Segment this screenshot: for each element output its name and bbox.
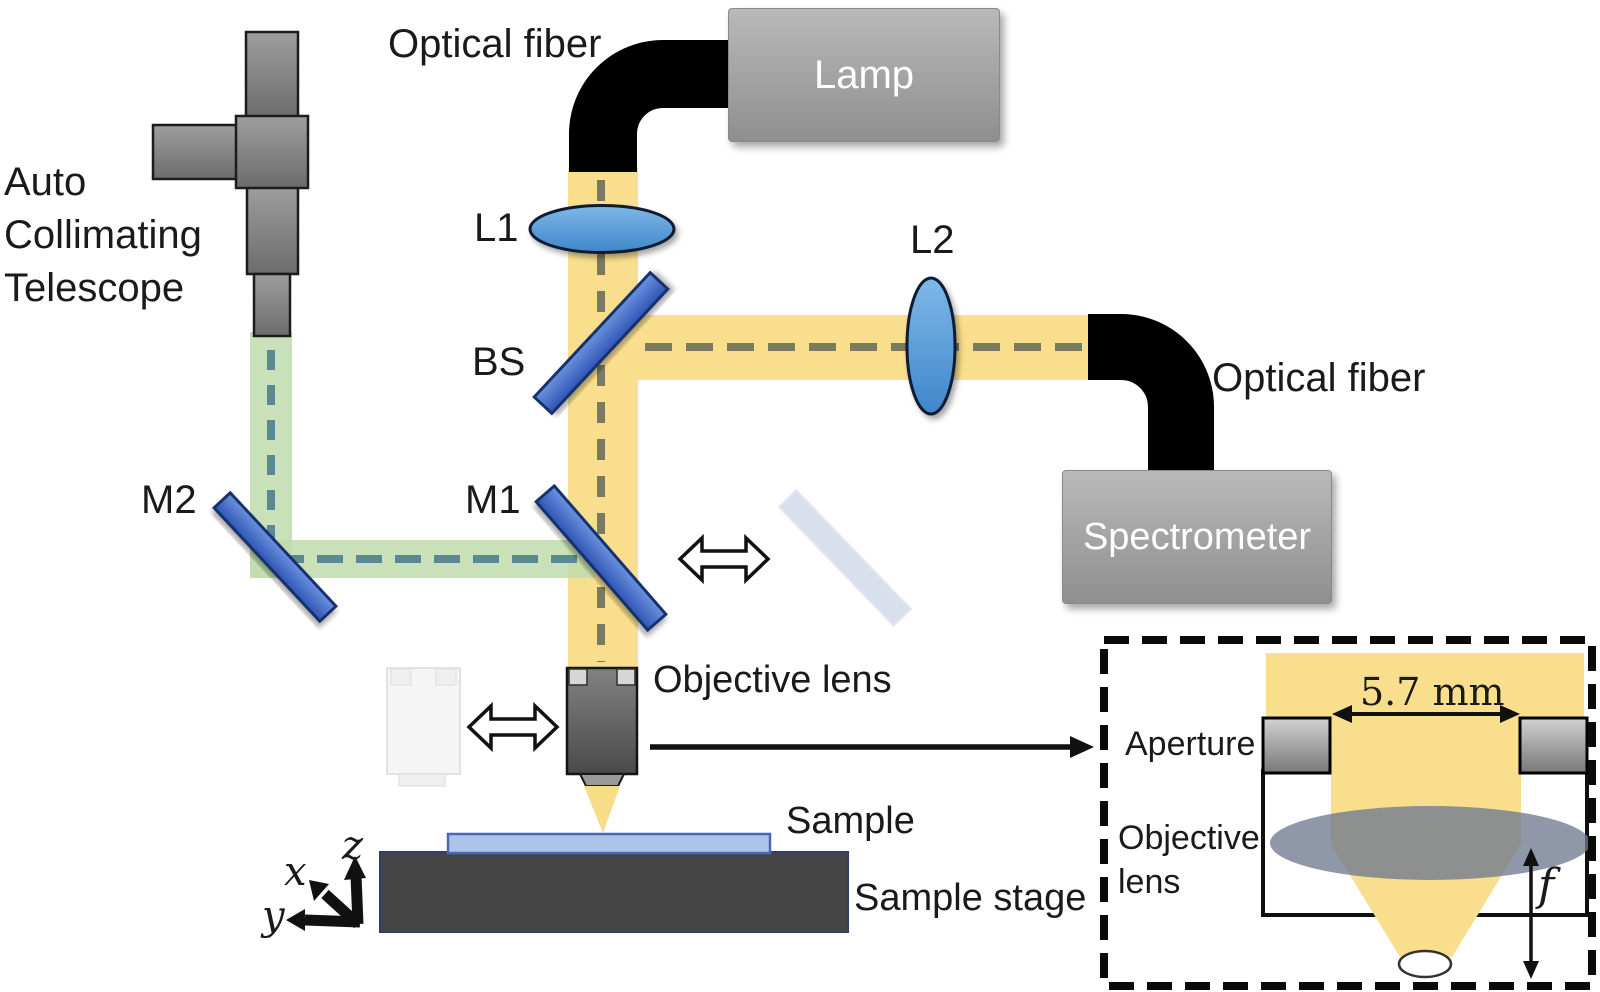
telescope-label-line: Auto: [4, 160, 87, 204]
fiber-spectrometer: [1088, 314, 1214, 474]
axis-x-label: x: [284, 849, 307, 895]
coordinate-axes: [286, 856, 366, 931]
lamp-label: Lamp: [813, 52, 915, 97]
bs-label: BS: [472, 340, 526, 384]
inset-objective-lens-label-line: lens: [1118, 863, 1181, 901]
optical-fiber-right-label: Optical fiber: [1212, 356, 1426, 400]
axis-y-label: y: [262, 893, 285, 939]
telescope-label-line: Telescope: [4, 266, 185, 310]
beam-splitter-bs: [532, 270, 670, 416]
axis-z-arrow: [350, 875, 364, 925]
double-arrow-icon: [466, 701, 560, 753]
focused-beam-cone: [584, 786, 620, 833]
telescope-label: Auto Collimating Telescope: [4, 156, 202, 315]
lens-l1: [528, 204, 676, 254]
axis-z-label: z: [342, 823, 364, 869]
inset-aperture-block: [1261, 716, 1332, 775]
double-arrow-icon: [677, 533, 771, 585]
inset-objective-lens-label: Objective lens: [1118, 816, 1260, 904]
fiber-lamp: [569, 39, 745, 172]
auto-collimating-telescope: [151, 30, 310, 338]
objective-nozzle: [578, 773, 626, 787]
l2-label: L2: [910, 218, 955, 262]
sample-stage-label: Sample stage: [854, 877, 1087, 919]
lens-l2: [905, 276, 957, 416]
beam-horizontal-yellow: [601, 315, 1088, 380]
axis-y-arrow: [304, 914, 361, 928]
mirror-m1-ghost-position: [777, 488, 913, 628]
inset-beam-diameter-label: 5.7 mm: [1360, 670, 1505, 714]
inset-detail: [1100, 636, 1596, 990]
inset-beam-top: [1266, 653, 1584, 720]
lamp-box: Lamp: [728, 8, 1000, 142]
telescope-lower-tube: [245, 184, 300, 276]
telescope-nose-tube: [252, 272, 292, 338]
objective-lens-assembly: [565, 666, 639, 833]
objective-lens-label: Objective lens: [653, 659, 892, 701]
spectrometer-box: Spectrometer: [1062, 470, 1332, 604]
telescope-label-line: Collimating: [4, 213, 202, 257]
m2-label: M2: [141, 478, 197, 522]
inset-objective-lens-label-line: Objective: [1118, 819, 1260, 857]
mirror-m2: [211, 490, 339, 624]
sample-label: Sample: [786, 800, 915, 842]
objective-lens-ghost-position: [386, 667, 461, 787]
m1-label: M1: [465, 478, 521, 522]
spectrometer-label: Spectrometer: [1082, 515, 1312, 558]
optical-fiber-top-label: Optical fiber: [388, 22, 602, 66]
telescope-top-rod: [244, 30, 300, 120]
mirror-m1: [534, 483, 668, 633]
sample-stage-block: [379, 851, 849, 933]
objective-notch: [568, 668, 588, 686]
telescope-center-block: [234, 114, 310, 190]
inset-pointer-arrow: [650, 736, 1094, 758]
inset-objective-lens: [1270, 806, 1590, 880]
inset-aperture-label: Aperture: [1125, 725, 1256, 763]
l1-label: L1: [474, 206, 519, 250]
inset-diameter-arrow: [1332, 705, 1520, 723]
inset-focal-spot: [1397, 949, 1453, 979]
inset-focal-length-label: f: [1538, 860, 1555, 911]
inset-aperture-block: [1518, 716, 1589, 775]
sample-slab: [446, 832, 772, 855]
inset-border: [1100, 636, 1596, 990]
inset-focal-length-arrow: [1523, 848, 1539, 979]
objective-notch: [616, 668, 636, 686]
